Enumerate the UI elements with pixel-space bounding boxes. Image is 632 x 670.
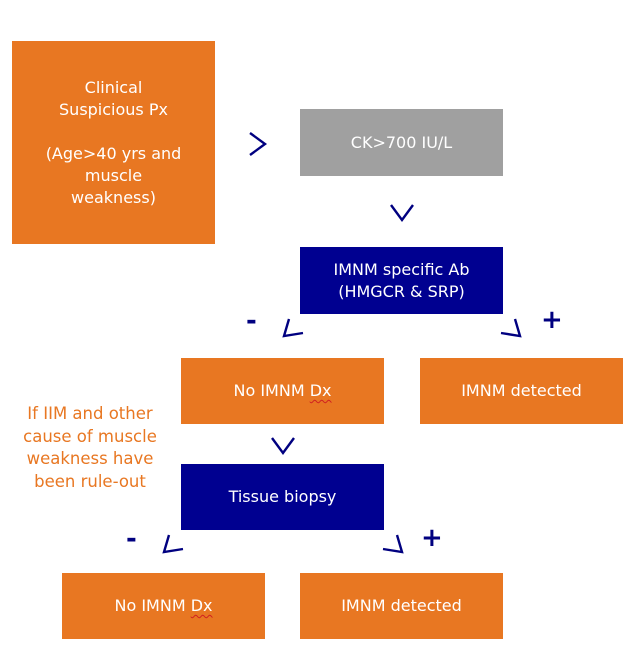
chevron-down-icon	[271, 437, 295, 456]
clinical-line-1: Clinical	[84, 77, 143, 97]
clinical-suspicion-box: Clinical Suspicious Px (Age>40 yrs and m…	[12, 41, 215, 244]
clinical-line-3: (Age>40 yrs and	[45, 143, 182, 163]
no-imnm-dx-box: No IMNM Dx	[62, 573, 265, 639]
antibody-line-1: IMNM specific Ab	[333, 259, 470, 279]
clinical-line-4: muscle	[84, 165, 143, 185]
no-imnm-dx-box: No IMNM Dx	[181, 358, 384, 424]
negative-sign: -	[246, 306, 257, 336]
dx-abbreviation: Dx	[190, 596, 213, 615]
ck-label: CK>700 IU/L	[350, 132, 453, 152]
antibody-line-2: (HMGCR & SRP)	[338, 281, 465, 301]
clinical-line-5: weakness)	[71, 187, 156, 207]
note-line-3: weakness have	[26, 449, 154, 468]
imnm-detected-label: IMNM detected	[341, 596, 462, 615]
clinical-line-2: Suspicious Px	[59, 99, 168, 119]
rule-out-note: If IIM and other cause of muscle weaknes…	[10, 403, 170, 493]
positive-sign: +	[541, 305, 563, 335]
note-line-4: been rule-out	[34, 471, 146, 491]
chevron-down-icon	[390, 204, 414, 223]
dx-abbreviation: Dx	[309, 381, 332, 400]
chevron-down-right-icon	[382, 534, 404, 554]
note-line-1: If IIM and other	[27, 404, 153, 423]
chevron-down-left-icon	[162, 534, 184, 554]
chevron-down-right-icon	[500, 318, 522, 338]
ck-threshold-box: CK>700 IU/L	[300, 109, 503, 176]
note-line-2: cause of muscle	[23, 426, 157, 446]
tissue-biopsy-label: Tissue biopsy	[228, 487, 337, 506]
antibody-test-box: IMNM specific Ab (HMGCR & SRP)	[300, 247, 503, 314]
imnm-detected-box: IMNM detected	[420, 358, 623, 424]
tissue-biopsy-box: Tissue biopsy	[181, 464, 384, 530]
positive-sign: +	[421, 523, 443, 553]
no-imnm-dx-label: No IMNM Dx	[233, 380, 331, 402]
imnm-detected-label: IMNM detected	[461, 381, 582, 400]
no-imnm-prefix: No IMNM	[114, 596, 191, 615]
no-imnm-dx-label: No IMNM Dx	[114, 595, 212, 617]
no-imnm-prefix: No IMNM	[233, 381, 310, 400]
chevron-right-icon	[249, 132, 268, 156]
imnm-detected-box: IMNM detected	[300, 573, 503, 639]
negative-sign: -	[126, 524, 137, 554]
chevron-down-left-icon	[282, 318, 304, 338]
